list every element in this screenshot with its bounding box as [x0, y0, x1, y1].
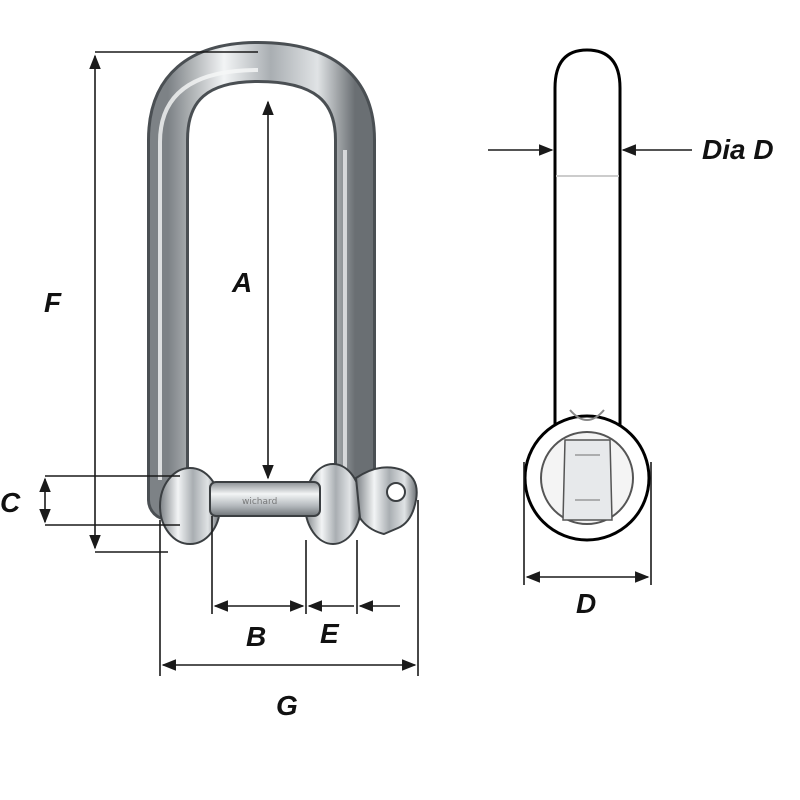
shackle-pin: [209, 481, 321, 517]
pin-side-view: [523, 48, 651, 542]
dimension-labels: F A C B E G D Dia D: [0, 134, 774, 721]
label-b: B: [246, 621, 266, 652]
svg-text:wichard: wichard: [242, 497, 277, 507]
label-f: F: [44, 287, 62, 318]
label-dia-d: Dia D: [702, 134, 774, 165]
pin-tab-hole: [386, 482, 406, 502]
label-a: A: [231, 267, 252, 298]
pin-tab: [354, 466, 418, 536]
label-d: D: [576, 588, 596, 619]
pin-shaft: [553, 48, 622, 440]
label-c: C: [0, 487, 21, 518]
label-e: E: [320, 618, 340, 649]
shackle-front-view: wichard: [147, 40, 418, 545]
dimension-lines: [39, 51, 692, 676]
shackle-bow: [147, 40, 376, 521]
label-g: G: [276, 690, 298, 721]
